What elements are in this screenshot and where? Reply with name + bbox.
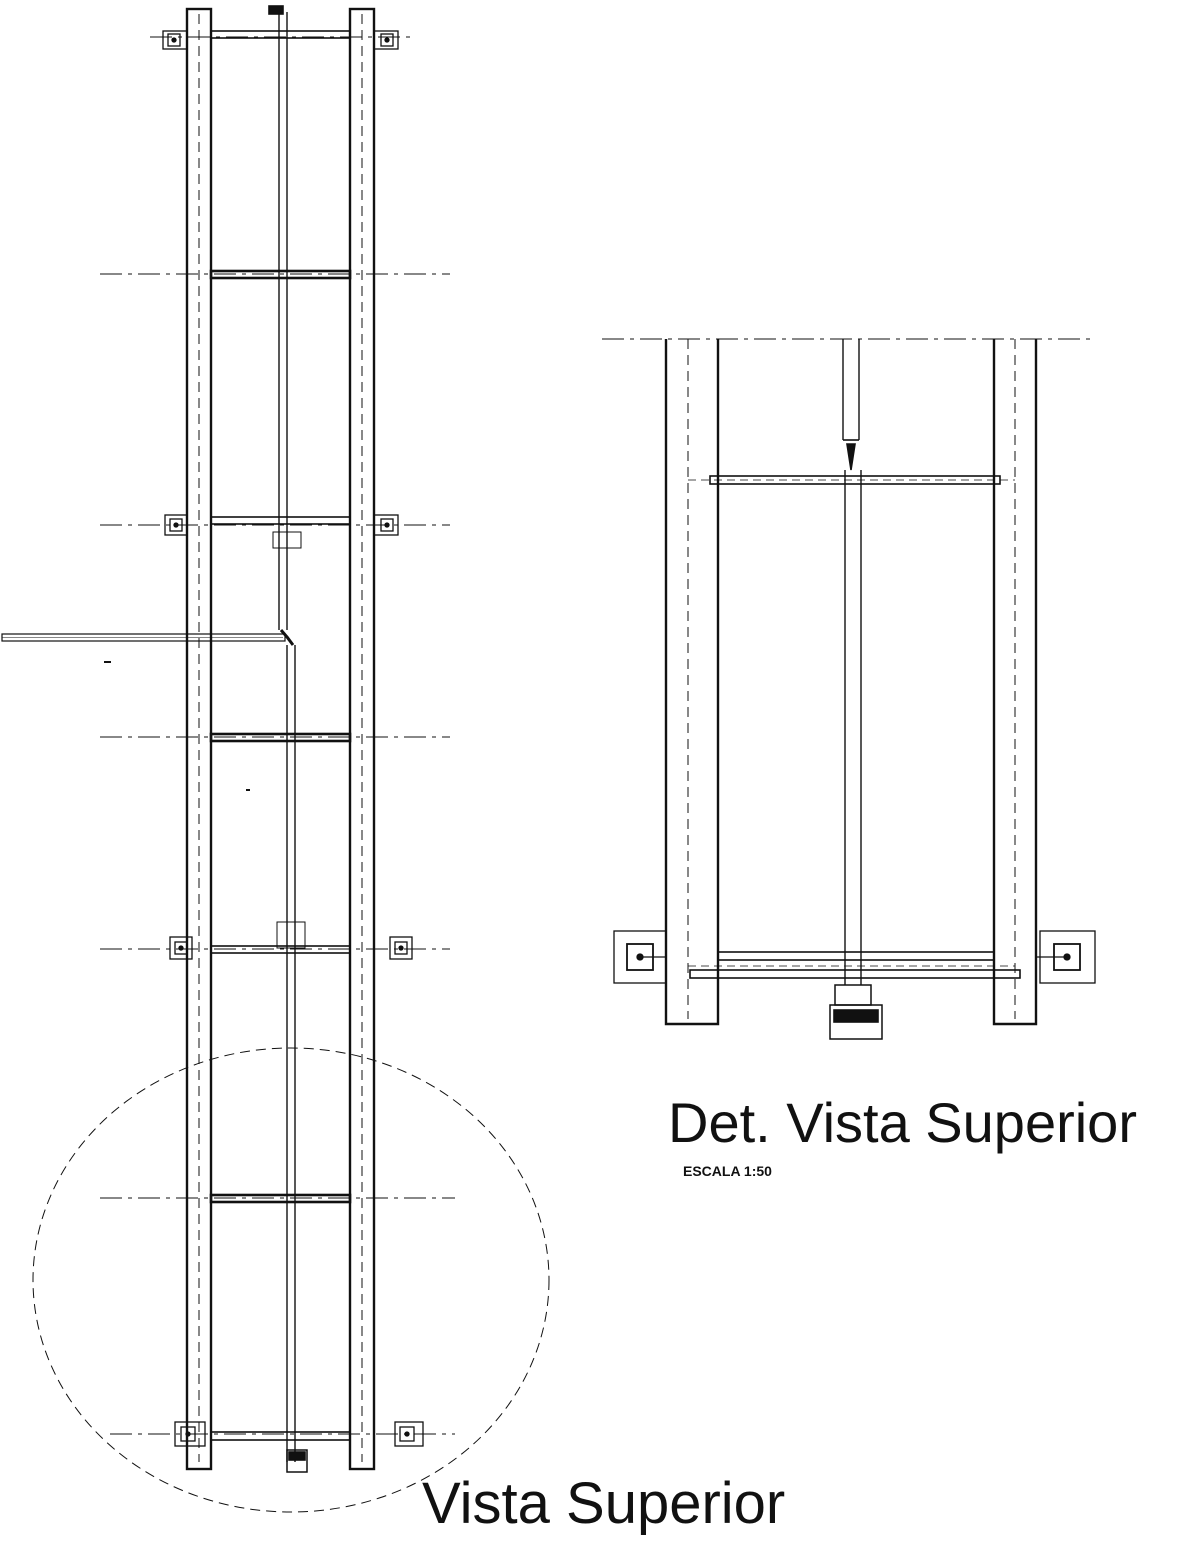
detail-cross-members [688,475,1021,979]
bracket [162,30,188,50]
right-rail [348,7,376,1471]
detail-brackets [613,930,1096,984]
bracket [169,936,193,960]
main-view [1,5,550,1513]
detail-left-rail [664,339,720,1026]
detail-view-scale: ESCALA 1:50 [683,1163,772,1179]
detail-bracket-right [1036,930,1096,984]
detail-view-title: Det. Vista Superior [668,1091,1137,1154]
center-lines [100,36,455,1435]
main-view-title: Vista Superior [422,1471,786,1536]
side-arm [1,633,286,642]
bracket [174,1421,206,1447]
bracket [389,936,413,960]
bracket [373,30,399,50]
bracket [394,1421,424,1447]
detail-callout-circle [32,1047,550,1513]
cross-members [209,30,352,1441]
bracket [373,514,399,536]
detail-bracket-left [613,930,667,984]
bracket [164,514,188,536]
center-shaft [268,5,308,1473]
detail-right-rail [992,339,1038,1026]
mounting-brackets [162,30,424,1447]
left-rail [185,7,213,1471]
detail-view [602,338,1096,1040]
detail-center-shaft [829,339,883,1040]
